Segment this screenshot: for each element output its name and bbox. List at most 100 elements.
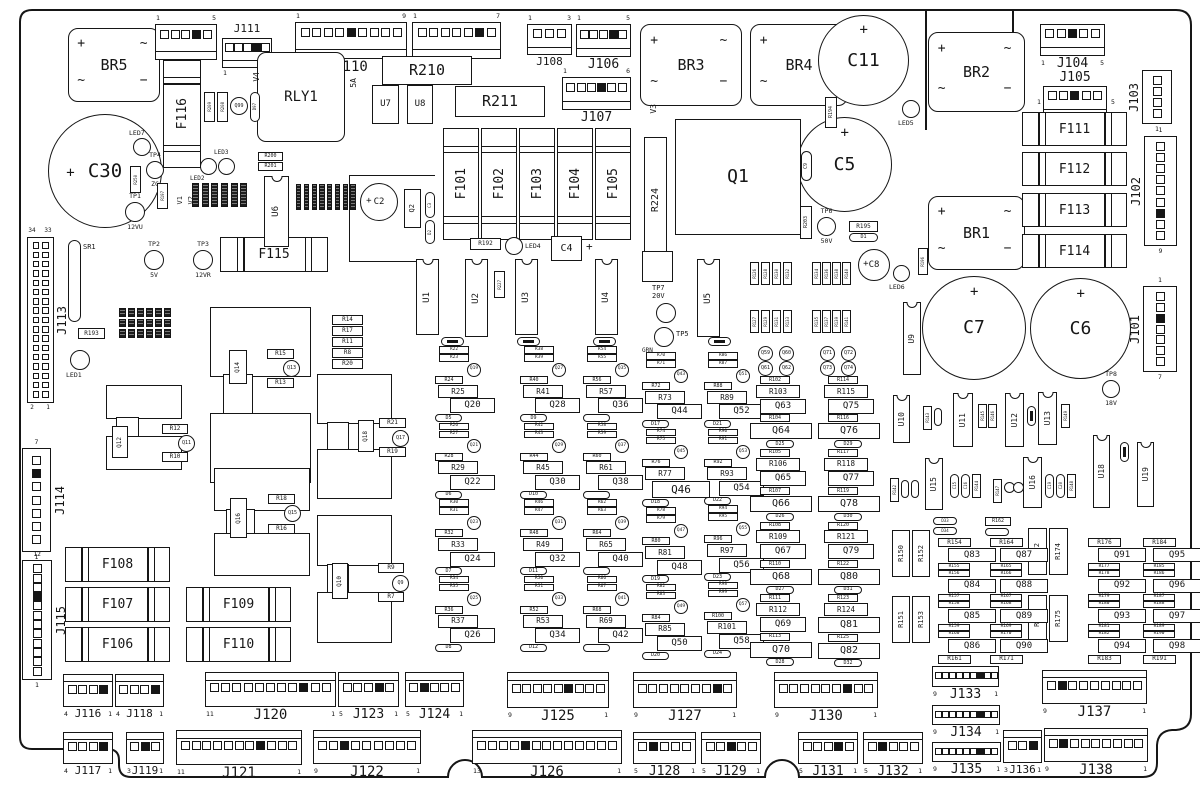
component-mark: R181 <box>1088 624 1120 631</box>
connector-pin <box>32 260 39 268</box>
connector-pin <box>553 740 563 750</box>
connector-pin <box>864 683 874 693</box>
connector-pins <box>579 29 628 39</box>
connector-pins <box>1144 290 1176 368</box>
diode-c19: C19 <box>1045 474 1054 498</box>
component-q26: Q26 <box>450 628 495 644</box>
br5-polarity-mark: ~ <box>77 72 86 88</box>
tp5-circle <box>654 327 674 347</box>
connector-pin <box>130 742 140 752</box>
pin-number: 5 <box>339 710 343 718</box>
connector-pin <box>564 683 573 693</box>
diode-mark <box>583 567 610 576</box>
connector-pin <box>595 683 605 693</box>
connector-j106 <box>576 24 631 57</box>
component-r139: R139 <box>832 310 841 333</box>
transistor-q29: Q29 <box>552 439 566 454</box>
connector-label-j118: J118 <box>126 707 153 720</box>
component-q94: Q94 <box>1098 639 1146 654</box>
connector-pin <box>1155 324 1165 334</box>
fuse-f116: F116 <box>163 60 201 168</box>
connector-pin <box>419 683 429 693</box>
connector-pin <box>832 683 842 693</box>
component-mark: R98 <box>708 581 738 590</box>
pin-number: 5 <box>634 767 638 775</box>
ic-notch <box>1042 392 1053 398</box>
component-mark: R82 <box>646 583 676 592</box>
diode-d7: D7 <box>435 567 462 576</box>
component-q97: Q97 <box>1153 609 1200 623</box>
connector-pin <box>747 742 757 752</box>
component-r41: R41 <box>523 384 563 398</box>
connector-pin <box>1046 680 1056 690</box>
component-u7: U7 <box>372 85 399 124</box>
connector-pin <box>498 740 508 750</box>
connector-label-j103: J103 <box>1126 82 1141 112</box>
component-mark: R27 <box>439 430 469 439</box>
connector-pin <box>680 683 690 693</box>
component-mark: R179 <box>1088 593 1120 601</box>
connector-pin <box>1155 346 1165 356</box>
connector-pin <box>486 28 496 38</box>
connector-j136 <box>1003 730 1042 763</box>
label-led2: LED2 <box>190 175 205 182</box>
testpoint-circle-tp8 <box>1102 380 1120 398</box>
connector-pins <box>23 564 51 676</box>
pin-number: 9 <box>1043 707 1047 715</box>
r145-label: R145 <box>979 411 985 421</box>
led2-circle <box>200 158 217 175</box>
component-r147: R147 <box>993 479 1002 503</box>
connector-pin <box>1156 175 1165 185</box>
component-q96: Q96 <box>1153 578 1200 593</box>
diode-d26: D26 <box>766 512 794 521</box>
pin-number: 6 <box>626 67 630 75</box>
component-r162: R162 <box>985 517 1011 526</box>
connector-pin <box>369 28 379 38</box>
fuse-f110: F110 <box>186 627 291 662</box>
connector-pin <box>705 742 715 752</box>
connector-pin <box>32 270 39 277</box>
connector-pin <box>67 742 77 752</box>
component-r16: R16 <box>268 524 295 534</box>
component-mark: R155 <box>938 563 970 571</box>
diode-d23: D23 <box>704 573 731 582</box>
r142-label: R142 <box>891 485 897 495</box>
connector-pin <box>888 742 898 752</box>
r141-label: R141 <box>843 316 849 327</box>
connector-pin <box>119 684 129 694</box>
component-r224: R224 <box>644 137 667 263</box>
connector-label-j125: J125 <box>541 708 575 724</box>
component-mark: R90 <box>708 428 738 437</box>
jumper-pill <box>708 337 731 346</box>
pin-number: 5 <box>799 767 803 775</box>
marker-5a: 5A <box>349 78 358 88</box>
component-q88: Q88 <box>1000 578 1048 593</box>
connector-pins <box>801 742 855 752</box>
sr1-body <box>68 240 81 322</box>
led-circle-led6 <box>893 265 910 282</box>
board-slot-line2 <box>1012 10 1014 34</box>
connector-pin <box>318 740 328 750</box>
board-slot-line <box>925 10 927 130</box>
component-r210: R210 <box>382 56 472 85</box>
connector-j112 <box>155 24 217 60</box>
diode-mark <box>583 414 610 422</box>
component-r197: R197 <box>157 183 168 209</box>
connector-pin <box>362 740 372 750</box>
connector-pin <box>450 683 460 693</box>
connector-pin <box>252 43 261 53</box>
connector-j108 <box>527 24 572 55</box>
connector-pin <box>452 28 461 38</box>
capacitor-c11: C11 <box>818 15 909 106</box>
r143-label: R143 <box>924 413 930 423</box>
connector-label-j104: J104 <box>1056 56 1089 71</box>
component-q68: Q68 <box>750 568 812 585</box>
resistor-cluster <box>230 183 238 207</box>
connector-j115 <box>22 560 52 680</box>
testpoint-label-tp4: TP4 <box>149 151 161 159</box>
r227-label: R227 <box>496 279 502 290</box>
connector-pin <box>1155 313 1165 323</box>
resistor-grid-cluster <box>119 318 126 328</box>
connector-label-j128: J128 <box>648 764 681 779</box>
